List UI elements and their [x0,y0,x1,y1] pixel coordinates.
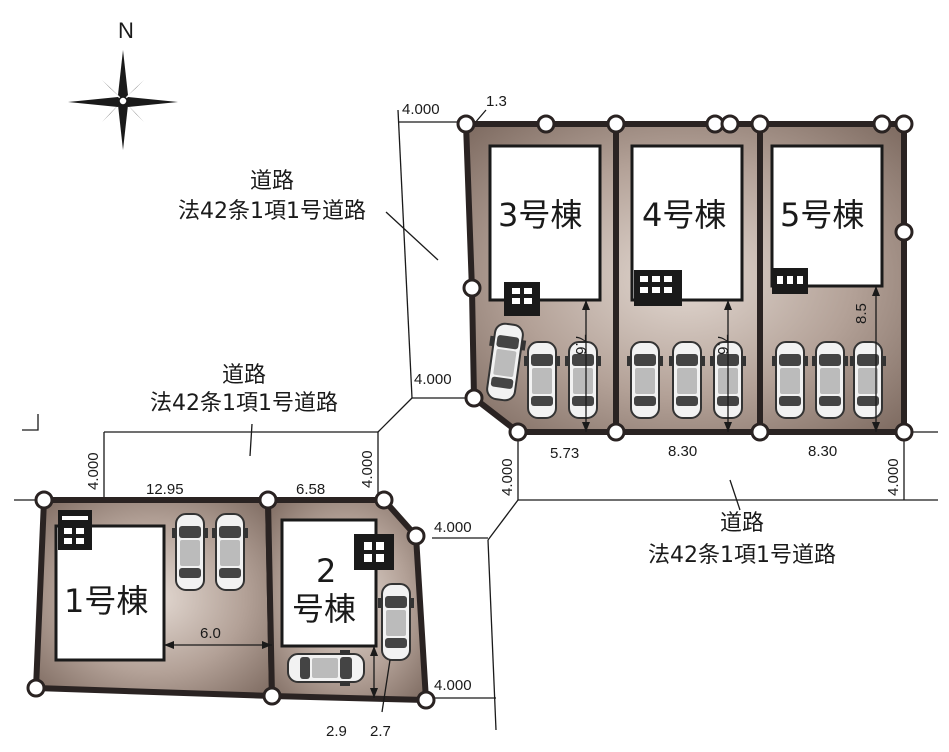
road-label-middle: 道路 [222,363,266,388]
building-3-label: 3号棟 [498,196,582,234]
north-label: N [118,18,134,43]
dim-road-top: 4.000 [402,101,440,118]
dim-depth-4: 7.6 [714,334,731,355]
compass-rose-icon [68,50,178,150]
dim-setback-top: 1.3 [486,93,507,110]
dim-road-diag: 4.000 [434,519,472,536]
house-5 [770,144,884,288]
dim-frontage-5: 8.30 [808,443,837,460]
dim-frontage-2: 6.58 [296,481,325,498]
building-1-label: 1号棟 [64,582,148,620]
dim-parking-2b: 2.7 [370,723,391,740]
building-2-label-suffix: 号棟 [292,590,356,628]
corner-mark [22,414,39,431]
entrance-icon [634,270,682,306]
dim-frontage-1: 12.95 [146,481,184,498]
road-label-lower-type: 法42条1項1号道路 [648,543,836,568]
dim-road-right-left: 4.000 [499,458,516,496]
dim-depth-3: 7.6 [572,334,589,355]
boundary-markers [26,114,914,710]
dim-parking-1: 6.0 [200,625,221,642]
dim-road-center: 4.000 [359,450,376,488]
road-label-upper: 道路 [250,169,294,194]
entrance-icon [354,534,394,570]
dim-depth-5: 8.5 [853,303,870,324]
dim-parking-2a: 2.9 [326,723,347,740]
entrance-icon [504,282,540,316]
dim-road-right: 4.000 [885,458,902,496]
dimension-lines [164,286,880,713]
road-label-middle-type: 法42条1項1号道路 [150,391,338,416]
dim-road-bottom: 4.000 [434,677,472,694]
dim-frontage-4: 8.30 [668,443,697,460]
building-2-label-number: 2 [316,552,336,590]
road-label-upper-type: 法42条1項1号道路 [178,199,366,224]
dim-road-left: 4.000 [85,452,102,490]
road-label-lower: 道路 [720,511,764,536]
dim-road-mid: 4.000 [414,371,452,388]
house-3 [488,144,602,302]
entrance-icon [772,268,808,294]
building-5-label: 5号棟 [780,196,864,234]
dim-frontage-3: 5.73 [550,445,579,462]
building-4-label: 4号棟 [642,196,726,234]
entrance-icon [58,510,92,550]
